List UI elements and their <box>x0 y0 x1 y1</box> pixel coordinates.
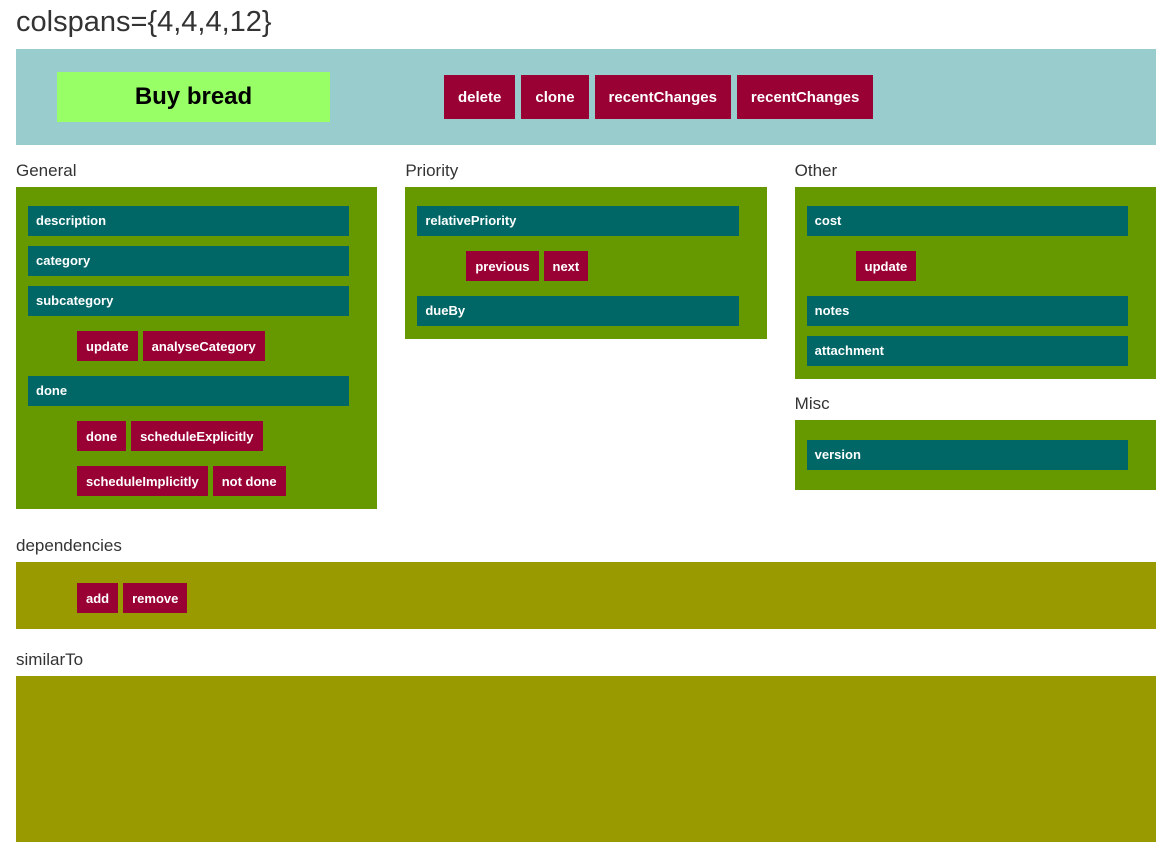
section-misc-panel: version <box>794 420 1156 490</box>
section-misc-label: Misc <box>794 394 830 413</box>
section-priority-panel: relativePriority previous next dueBy <box>405 187 767 339</box>
recent-changes-button-1[interactable]: recentChanges <box>594 75 731 119</box>
section-general-label: General <box>16 161 77 180</box>
category-buttons-row: update analyseCategory <box>77 331 349 361</box>
section-similar-to: similarTo <box>16 649 1156 842</box>
task-header-bar: Buy bread delete clone recentChanges rec… <box>16 49 1156 145</box>
cost-buttons-row: update <box>855 251 1128 281</box>
section-general-panel: description category subcategory update … <box>16 187 378 509</box>
update-category-button[interactable]: update <box>77 331 138 361</box>
field-attachment[interactable]: attachment <box>806 336 1128 366</box>
section-dependencies: dependencies add remove <box>16 535 1156 629</box>
section-dependencies-label: dependencies <box>16 536 122 555</box>
section-similar-to-panel <box>16 676 1156 842</box>
previous-button[interactable]: previous <box>466 251 539 281</box>
field-relative-priority[interactable]: relativePriority <box>417 206 739 236</box>
field-description[interactable]: description <box>28 206 350 236</box>
section-other-label: Other <box>794 161 838 180</box>
done-buttons-row-1: done scheduleExplicitly <box>77 421 349 451</box>
remove-button[interactable]: remove <box>123 583 188 613</box>
schedule-explicitly-button[interactable]: scheduleExplicitly <box>131 421 263 451</box>
page-title: colspans={4,4,4,12} <box>16 6 272 38</box>
field-done[interactable]: done <box>28 376 350 406</box>
recent-changes-button-2[interactable]: recentChanges <box>736 75 874 119</box>
done-button[interactable]: done <box>77 421 127 451</box>
not-done-button[interactable]: not done <box>212 466 286 496</box>
form-grid: General description category subcategory… <box>16 160 1156 509</box>
clone-button[interactable]: clone <box>521 75 589 119</box>
update-cost-button[interactable]: update <box>855 251 917 281</box>
done-buttons-row-2: scheduleImplicitly not done <box>77 466 349 496</box>
task-title: Buy bread <box>57 72 330 122</box>
section-other-panel: cost update notes attachment <box>794 187 1156 379</box>
field-notes[interactable]: notes <box>806 296 1128 326</box>
priority-buttons-row: previous next <box>466 251 738 281</box>
schedule-implicitly-button[interactable]: scheduleImplicitly <box>77 466 208 496</box>
field-cost[interactable]: cost <box>806 206 1128 236</box>
right-column: Other cost update notes attachment Misc … <box>794 160 1156 509</box>
field-subcategory[interactable]: subcategory <box>28 286 350 316</box>
section-dependencies-panel: add remove <box>16 562 1156 629</box>
dependencies-buttons-row: add remove <box>77 583 1128 613</box>
add-button[interactable]: add <box>77 583 119 613</box>
next-button[interactable]: next <box>543 251 589 281</box>
analyse-category-button[interactable]: analyseCategory <box>142 331 265 361</box>
field-due-by[interactable]: dueBy <box>417 296 739 326</box>
task-actions: delete clone recentChanges recentChanges <box>444 75 874 119</box>
section-priority: Priority relativePriority previous next … <box>405 160 767 509</box>
delete-button[interactable]: delete <box>444 75 516 119</box>
section-other: Other cost update notes attachment <box>794 160 1156 379</box>
field-category[interactable]: category <box>28 246 350 276</box>
section-similar-to-label: similarTo <box>16 650 84 669</box>
section-priority-label: Priority <box>405 161 459 180</box>
section-misc: Misc version <box>794 393 1156 490</box>
field-version[interactable]: version <box>806 440 1128 470</box>
section-general: General description category subcategory… <box>16 160 378 509</box>
